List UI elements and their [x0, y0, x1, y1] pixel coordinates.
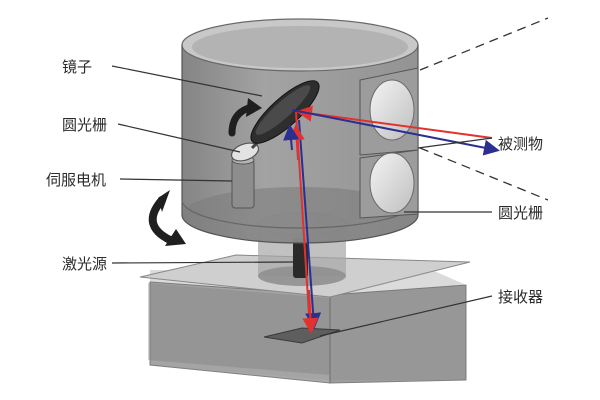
window-lower — [359, 149, 419, 219]
label-laser-source: 激光源 — [62, 255, 107, 273]
dashed-rays — [419, 17, 549, 201]
label-target: 被测物 — [498, 135, 543, 153]
label-grating-right: 圆光栅 — [498, 204, 543, 222]
label-receiver: 接收器 — [498, 288, 543, 306]
label-servo-motor: 伺服电机 — [46, 171, 106, 189]
curved-arrow-icon — [228, 98, 262, 137]
label-mirror: 镜子 — [62, 58, 92, 76]
laser-beams — [283, 105, 500, 334]
label-grating-left: 圆光栅 — [62, 116, 107, 134]
leader-lines — [111, 65, 493, 337]
curved-arrow-icon — [148, 190, 186, 246]
servo-motor — [231, 155, 255, 209]
mirror — [250, 80, 320, 144]
window-upper — [359, 67, 419, 156]
receiver-plate — [263, 327, 341, 344]
